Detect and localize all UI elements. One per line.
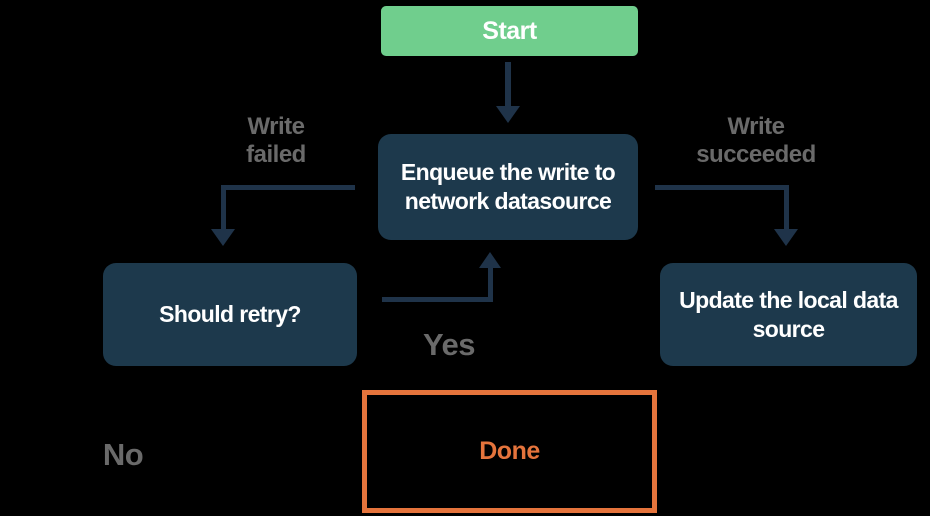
arrow-line-horizontal [382,297,493,302]
node-done-label: Done [479,437,540,465]
node-update-label: Update the local data source [679,286,898,342]
node-enqueue: Enqueue the write to network datasource [378,134,638,240]
edge-label-write-failed: Write failed [246,113,306,168]
node-start-label: Start [482,16,537,45]
node-enqueue-label: Enqueue the write to network datasource [400,159,616,214]
arrowhead-up-icon [479,252,501,268]
node-done: Done [362,390,657,513]
node-retry: Should retry? [103,263,357,366]
arrowhead-down-icon [211,229,235,246]
arrow-line-vertical [784,185,789,231]
arrowhead-down-icon [496,106,520,123]
arrowhead-down-icon [774,229,798,246]
arrow-line-horizontal [221,185,355,190]
arrow-line-vertical [488,267,493,302]
arrow-line-vertical [505,62,511,107]
arrow-line-horizontal [655,185,789,190]
node-retry-label: Should retry? [159,301,301,327]
edge-label-yes: Yes [423,327,475,362]
node-update: Update the local data source [660,263,917,366]
node-start: Start [381,6,638,56]
edge-label-no: No [102,437,144,472]
arrow-line-vertical [221,185,226,231]
edge-label-write-succeeded: Write succeeded [696,113,816,168]
